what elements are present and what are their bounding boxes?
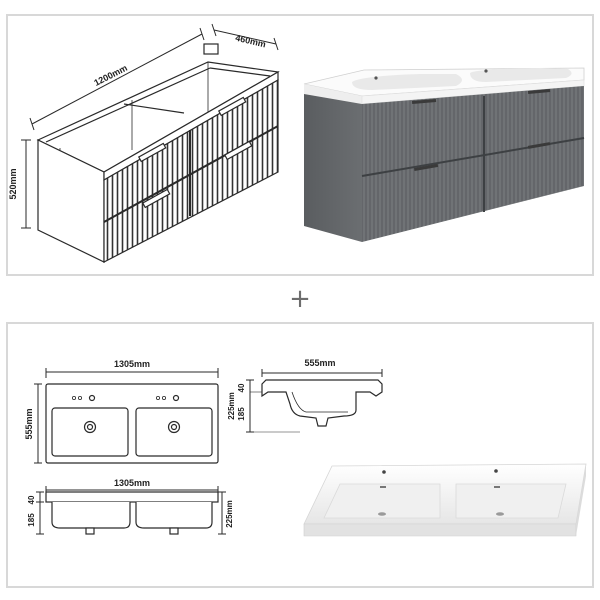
basin-top-view bbox=[34, 368, 219, 464]
front-view-bowl-label: 185 bbox=[27, 513, 36, 527]
side-view-total-label: 225mm bbox=[227, 392, 236, 420]
cabinet-line-drawing bbox=[36, 43, 280, 263]
front-view-rim-label: 40 bbox=[27, 495, 36, 504]
side-view-bowl-label: 185 bbox=[237, 407, 246, 421]
cabinet-depth-label: 460mm bbox=[234, 33, 266, 50]
plus-separator: + bbox=[289, 284, 311, 314]
cabinet-dimension-lines bbox=[21, 23, 279, 229]
basin-front-dimension-lines bbox=[36, 486, 226, 535]
basin-front-view bbox=[45, 491, 219, 535]
top-view-depth-label: 555mm bbox=[24, 408, 34, 439]
front-view-total-label: 225mm bbox=[225, 500, 234, 528]
basin-side-section bbox=[261, 379, 383, 427]
side-view-depth-label: 555mm bbox=[304, 358, 335, 368]
cabinet-render bbox=[303, 67, 585, 242]
basin-render bbox=[303, 463, 587, 537]
top-view-width-label: 1305mm bbox=[114, 359, 150, 369]
side-view-rim-label: 40 bbox=[237, 383, 246, 392]
cabinet-height-label: 520mm bbox=[8, 168, 18, 199]
front-view-width-label: 1305mm bbox=[114, 478, 150, 488]
basin-side-dimension-lines bbox=[246, 369, 383, 433]
